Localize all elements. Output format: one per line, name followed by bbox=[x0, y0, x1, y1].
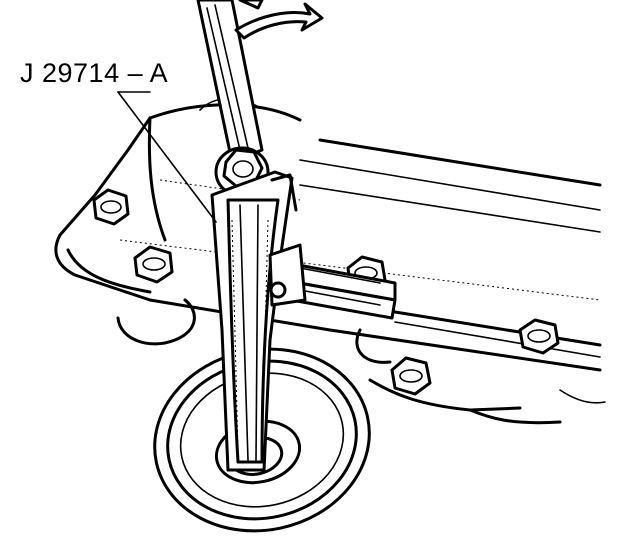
tool-j29714-a bbox=[210, 170, 307, 472]
pan-bolt-2 bbox=[133, 245, 174, 284]
tool-callout-label: J 29714 – A bbox=[20, 58, 169, 88]
pan-bolt-1 bbox=[92, 188, 130, 226]
holding-bar-bracket bbox=[278, 260, 397, 320]
pan-bolt-4 bbox=[518, 318, 560, 355]
pan-bolt-5 bbox=[390, 356, 432, 396]
breaker-bar bbox=[196, 0, 264, 164]
rotation-arrow bbox=[234, 2, 324, 40]
oil-pan-body bbox=[54, 97, 606, 425]
callout-leader bbox=[117, 91, 217, 223]
